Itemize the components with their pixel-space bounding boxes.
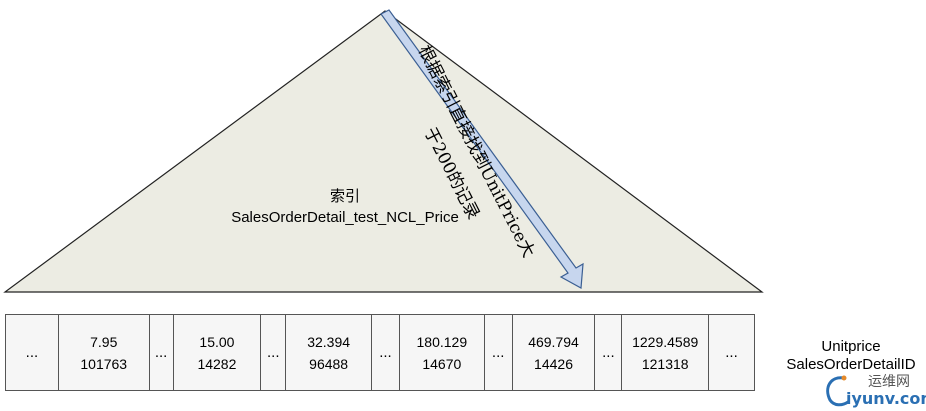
watermark-logo-icon — [826, 375, 850, 407]
salesorderdetailid-value: 14282 — [197, 355, 237, 372]
leaf-level-row: ... 7.95 101763 ... 15.00 14282 ... 32.3… — [5, 314, 755, 391]
index-label-title: 索引 — [329, 188, 360, 205]
leaf-cell-entry: 180.129 14670 — [400, 315, 485, 390]
unitprice-value: 180.129 — [416, 333, 468, 350]
leaf-cell-ellipsis: ... — [372, 315, 400, 390]
cell-text: ... — [267, 343, 280, 361]
leaf-cell-entry: 1229.4589 121318 — [622, 315, 710, 390]
unitprice-value: 32.394 — [307, 333, 351, 350]
index-label-name: SalesOrderDetail_test_NCL_Price — [231, 209, 459, 226]
salesorderdetailid-value: 96488 — [309, 355, 349, 372]
leaf-cell-entry: 32.394 96488 — [286, 315, 373, 390]
cell-text: ... — [154, 343, 168, 361]
leaf-cell-ellipsis: ... — [485, 315, 513, 390]
seek-arrow — [380, 9, 584, 289]
salesorderdetailid-value: 14426 — [534, 355, 573, 372]
column-legend: Unitprice SalesOrderDetailID — [776, 338, 926, 374]
salesorderdetailid-value: 101763 — [80, 355, 128, 372]
unitprice-value: 469.794 — [528, 333, 579, 350]
cell-text: ... — [25, 343, 39, 361]
legend-unitprice: Unitprice — [821, 338, 881, 355]
leaf-cell-ellipsis: ... — [6, 315, 59, 390]
leaf-cell-ellipsis: ... — [595, 315, 623, 390]
unitprice-value: 1229.4589 — [632, 333, 699, 350]
cell-text: ... — [725, 343, 738, 361]
watermark-bottom-text: iyunv.com — [846, 389, 926, 408]
leaf-cell-entry: 469.794 14426 — [513, 315, 596, 390]
leaf-cell-entry: 15.00 14282 — [174, 315, 262, 390]
legend-salesorderdetailid: SalesOrderDetailID — [786, 356, 916, 373]
watermark-top-text: 运维网 — [868, 374, 910, 390]
leaf-cell-ellipsis: ... — [150, 315, 174, 390]
salesorderdetailid-value: 14670 — [422, 355, 462, 372]
leaf-cell-entry: 7.95 101763 — [59, 315, 150, 390]
leaf-cell-ellipsis: ... — [261, 315, 287, 390]
cell-text: ... — [602, 343, 615, 361]
leaf-cell-ellipsis: ... — [709, 315, 754, 390]
index-tree-triangle — [3, 10, 764, 293]
cell-text: ... — [379, 343, 392, 361]
unitprice-value: 7.95 — [90, 333, 118, 350]
salesorderdetailid-value: 121318 — [641, 355, 689, 372]
index-label: 索引 SalesOrderDetail_test_NCL_Price — [200, 186, 490, 228]
watermark: 运维网 iyunv.com — [818, 368, 926, 411]
cell-text: ... — [491, 343, 505, 361]
unitprice-value: 15.00 — [199, 333, 235, 350]
